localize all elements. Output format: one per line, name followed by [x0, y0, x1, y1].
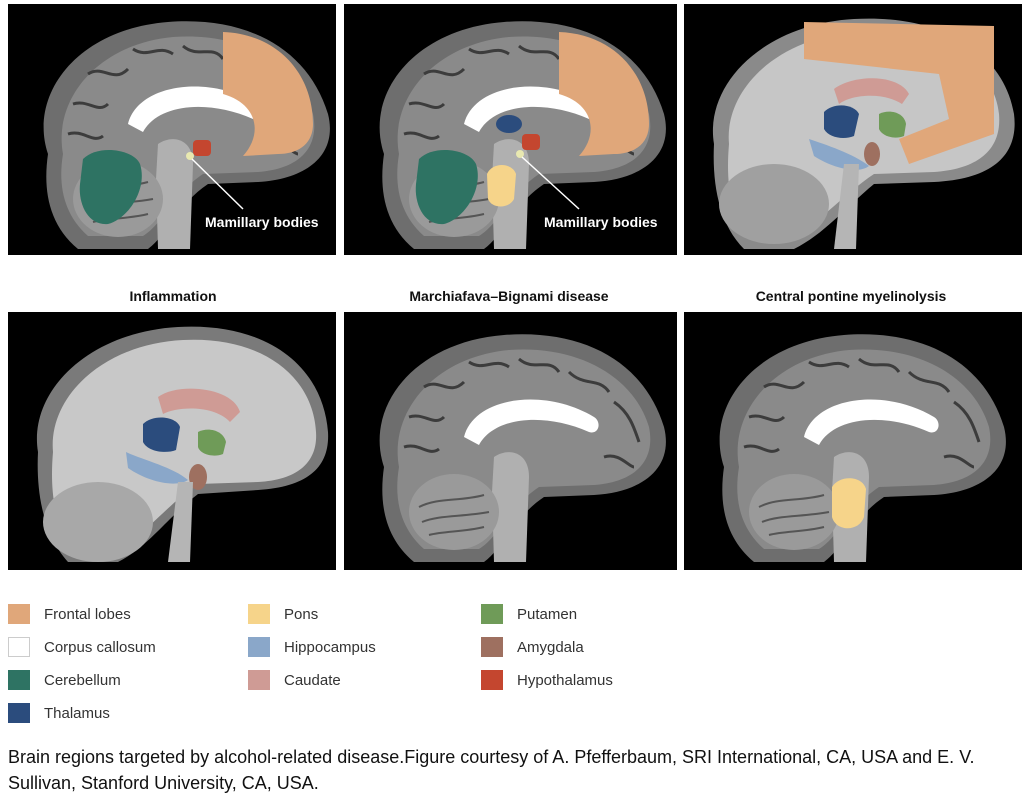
legend-item-corpus-callosum: Corpus callosum	[8, 636, 156, 658]
legend-label: Caudate	[284, 672, 341, 689]
brain-panel-hepatic	[684, 4, 1022, 255]
legend-label: Frontal lobes	[44, 606, 131, 623]
hypothalamus-region	[522, 134, 540, 150]
legend-item-cerebellum: Cerebellum	[8, 669, 121, 691]
legend-item-caudate: Caudate	[248, 669, 341, 691]
legend-label: Pons	[284, 606, 318, 623]
legend-item-frontal-lobes: Frontal lobes	[8, 603, 131, 625]
pons-region	[487, 165, 516, 207]
legend-swatch	[8, 703, 30, 723]
brain-panel-marchiafava-bignami	[344, 312, 677, 570]
pons-region	[832, 478, 866, 528]
legend-swatch	[248, 670, 270, 690]
panel-title-marchiafava-bignami: Marchiafava–Bignami disease	[344, 288, 674, 304]
brain-illustration	[8, 312, 336, 570]
brain-panel-inflammation	[8, 312, 336, 570]
hypothalamus-region	[193, 140, 211, 156]
brain-illustration	[344, 312, 677, 570]
panel-title-inflammation: Inflammation	[8, 288, 338, 304]
legend-swatch	[481, 604, 503, 624]
legend-item-putamen: Putamen	[481, 603, 577, 625]
legend-label: Putamen	[517, 606, 577, 623]
brain-panel-wernicke-korsakoff: Mamillary bodies	[8, 4, 336, 255]
mamillary-bodies-label: Mamillary bodies	[544, 214, 658, 230]
legend-label: Hippocampus	[284, 639, 376, 656]
figure-caption: Brain regions targeted by alcohol-relate…	[8, 744, 1023, 796]
legend-swatch	[8, 637, 30, 657]
brain-panel-central-pontine-myelinolysis	[684, 312, 1022, 570]
legend-label: Hypothalamus	[517, 672, 613, 689]
legend-swatch	[248, 604, 270, 624]
legend-swatch	[481, 670, 503, 690]
legend-item-pons: Pons	[248, 603, 318, 625]
legend-label: Corpus callosum	[44, 639, 156, 656]
legend-swatch	[8, 604, 30, 624]
legend-swatch	[8, 670, 30, 690]
legend-swatch	[248, 637, 270, 657]
legend-label: Cerebellum	[44, 672, 121, 689]
legend-item-thalamus: Thalamus	[8, 702, 110, 724]
brain-illustration	[684, 312, 1022, 570]
thalamus-region	[496, 115, 522, 133]
mamillary-bodies-label: Mamillary bodies	[205, 214, 319, 230]
brain-illustration	[684, 4, 1022, 255]
amygdala-region	[864, 142, 880, 166]
legend-item-hippocampus: Hippocampus	[248, 636, 376, 658]
legend-label: Thalamus	[44, 705, 110, 722]
legend-label: Amygdala	[517, 639, 584, 656]
panel-title-central-pontine-myelinolysis: Central pontine myelinolysis	[686, 288, 1016, 304]
legend-item-hypothalamus: Hypothalamus	[481, 669, 613, 691]
legend-item-amygdala: Amygdala	[481, 636, 584, 658]
brain-panel-alcoholic-neurodegeneration: Mamillary bodies	[344, 4, 677, 255]
thalamus-region	[143, 418, 180, 452]
legend-swatch	[481, 637, 503, 657]
thalamus-region	[824, 105, 859, 138]
